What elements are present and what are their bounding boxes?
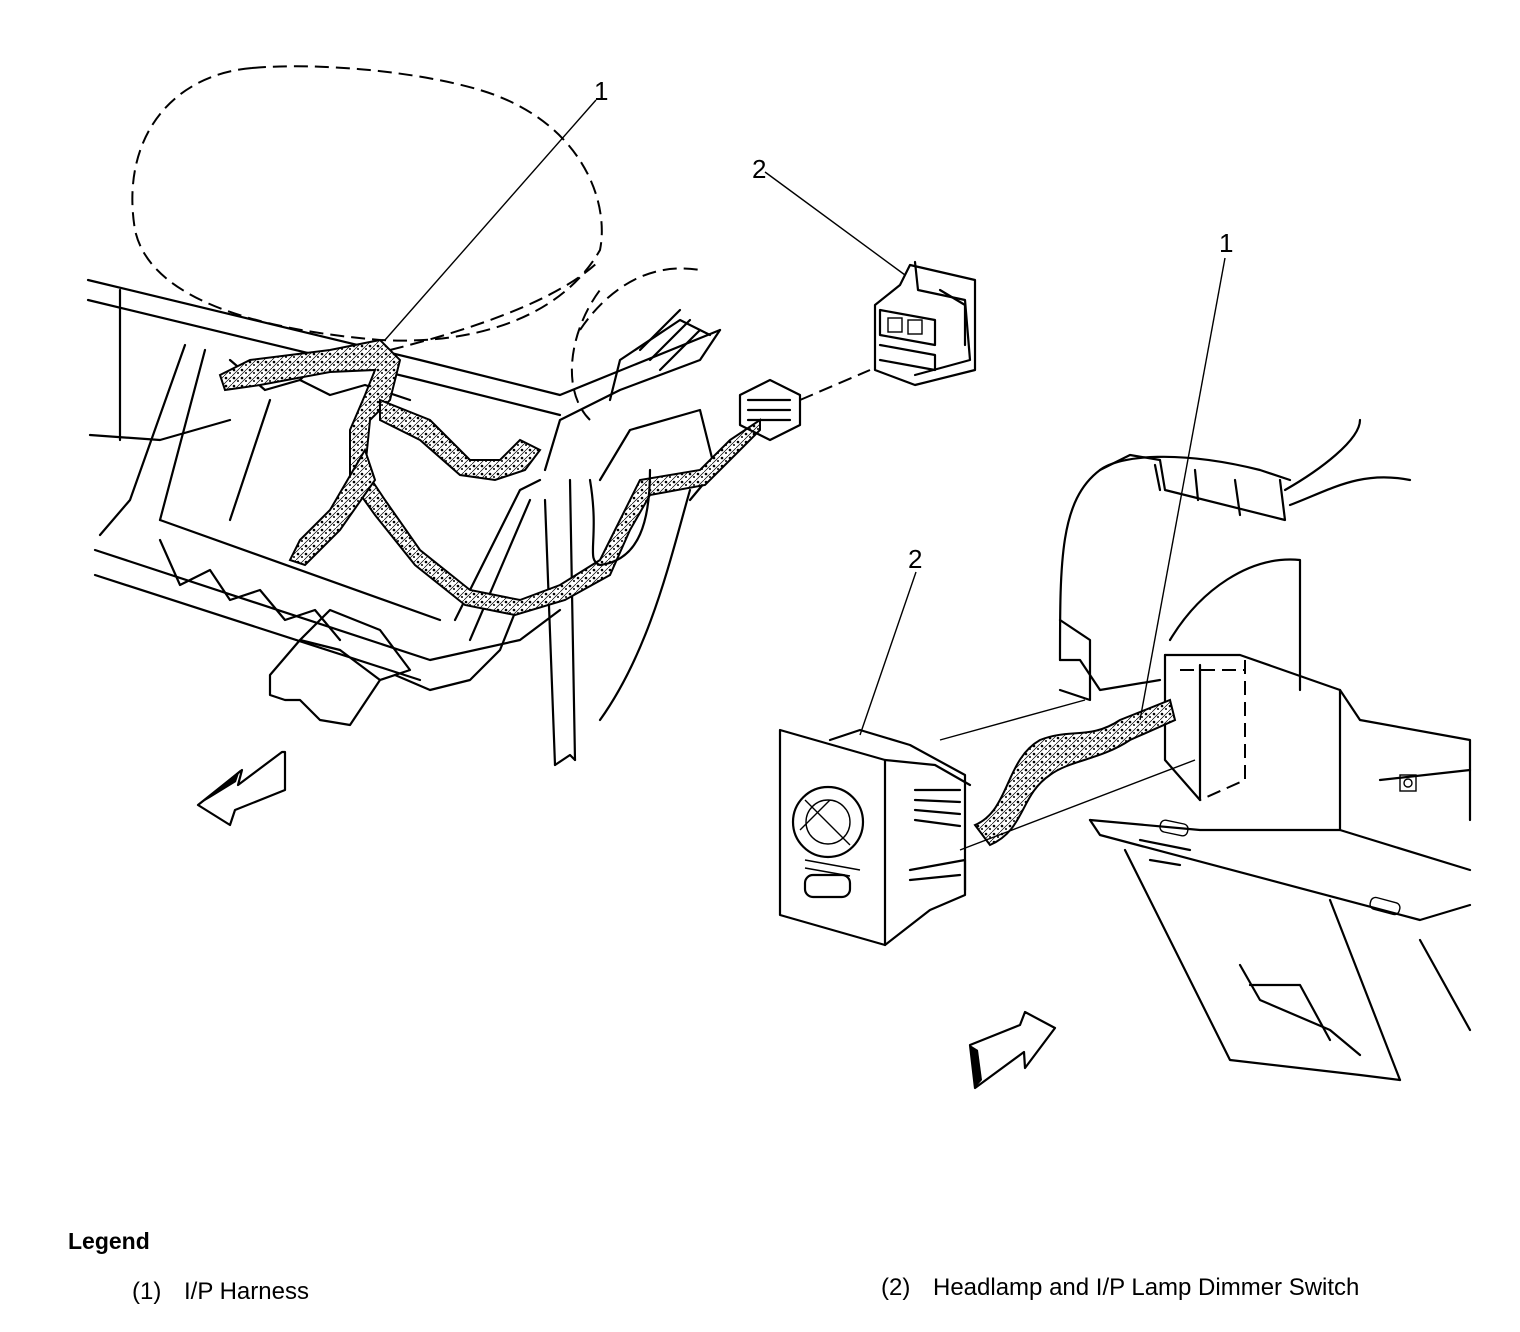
right-switch-leader — [859, 571, 917, 736]
legend-item-number: (1) — [132, 1278, 162, 1305]
callout-left-harness: 1 — [594, 76, 608, 106]
right-view-direction-arrow — [968, 1010, 1057, 1090]
legend-title: Legend — [68, 1228, 150, 1254]
left-harness-leader — [384, 99, 597, 341]
legend-item-dimmer-switch: (2) Headlamp and I/P Lamp Dimmer Switch — [881, 1274, 1359, 1302]
left-view-instrument-panel — [86, 65, 722, 767]
right-harness-leader — [1139, 257, 1226, 721]
right-ip-harness — [939, 698, 1196, 851]
legend-item-ip-harness: (1) I/P Harness — [132, 1278, 309, 1306]
callout-right-harness: 1 — [1219, 228, 1233, 258]
left-ip-harness — [218, 338, 761, 617]
legend-item-number: (2) — [881, 1274, 911, 1301]
left-view-direction-arrow — [196, 750, 287, 827]
legend-item-label: I/P Harness — [184, 1278, 309, 1305]
left-switch-leader — [764, 171, 906, 276]
callout-left-switch: 2 — [752, 154, 766, 184]
legend-item-label: Headlamp and I/P Lamp Dimmer Switch — [933, 1274, 1360, 1301]
right-dimmer-switch — [778, 728, 972, 947]
left-switch-connector — [738, 369, 871, 442]
right-view-dash-assembly — [1058, 418, 1472, 1082]
callout-right-switch: 2 — [908, 544, 922, 574]
left-dimmer-switch — [873, 260, 977, 387]
